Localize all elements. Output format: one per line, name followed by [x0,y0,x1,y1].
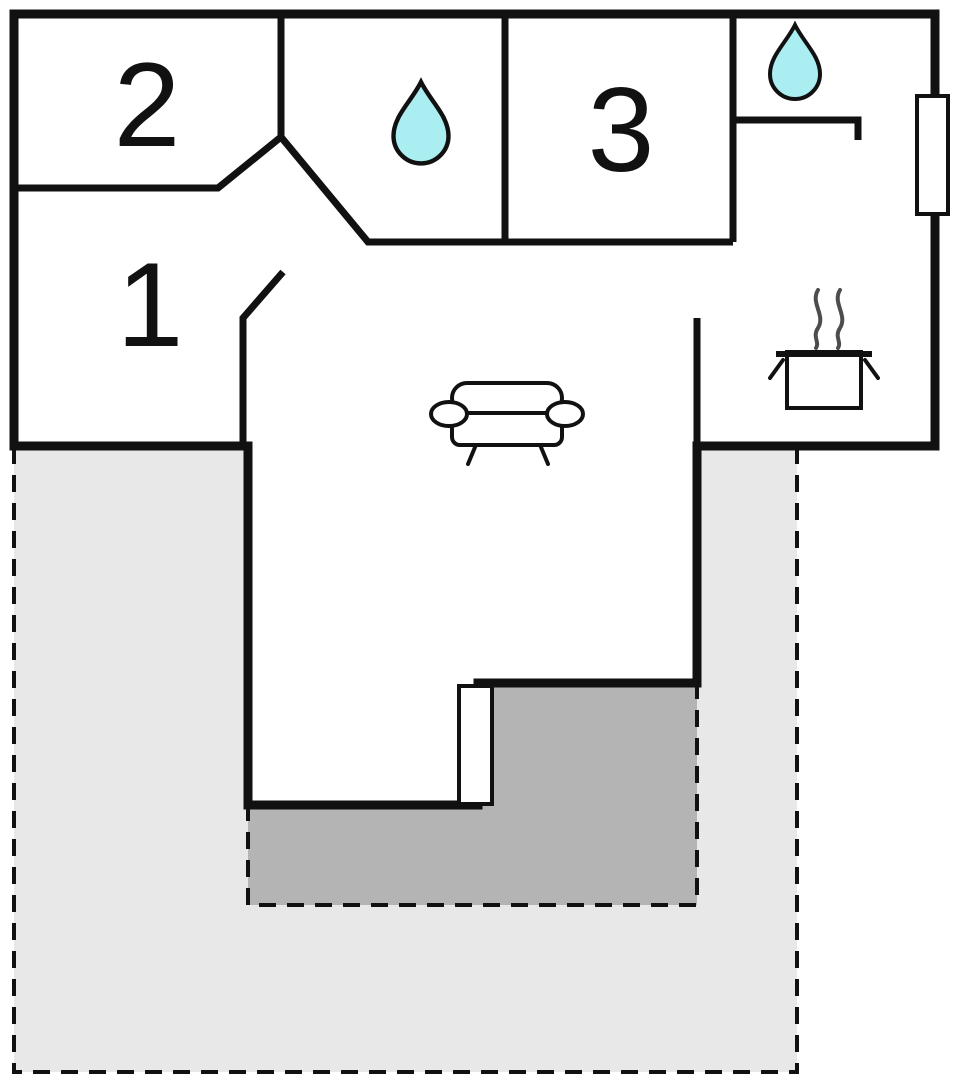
sofa-armrest [429,400,469,428]
water-drop-icon [391,77,451,166]
wall-room1-right [239,269,286,446]
room-3-label: 3 [588,63,655,197]
steam-line [813,288,823,350]
sofa-icon [429,381,585,466]
wall-room2 [13,13,285,192]
window-fixture [915,94,950,216]
sofa-back [450,381,564,415]
pot-handle [863,358,880,380]
steam-line [835,288,845,350]
pot-handle [768,358,785,380]
water-drop-icon [767,20,823,101]
room-2-label: 2 [114,38,181,172]
pot-body [785,350,863,410]
wall-bath-room3-bottom [278,134,733,246]
interior-walls [13,13,862,450]
room-1-label: 1 [117,238,184,372]
door-fixture [457,684,494,806]
cooking-pot-icon [768,288,880,410]
sofa-armrest [545,400,585,428]
wall-small-bath [733,116,862,140]
